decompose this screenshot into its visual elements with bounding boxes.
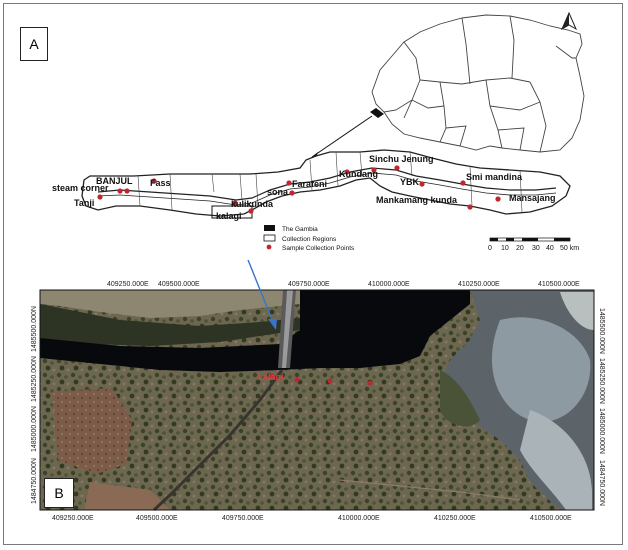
bottom-coord-label: 409500.000E [136,515,178,522]
top-coord-label: 409250.000E [107,281,149,288]
sample-point [124,188,130,194]
legend: The Gambia Collection Regions Sample Col… [263,225,355,252]
sample-point [344,169,350,175]
place-label: Smi mandina [466,172,523,182]
place-label: Farafeni [292,179,327,189]
right-coord-label: 1485250.000N [598,358,605,404]
sample-point [248,208,254,214]
kalagi-sample-points [269,373,373,386]
place-label: Tanji [74,198,94,208]
legend-country: The Gambia [282,226,318,233]
place-label: BANJUL [96,176,133,186]
sample-point [327,378,333,384]
bottom-coord-label: 410250.000E [434,515,476,522]
scale-tick-30: 30 [532,245,540,252]
sample-point [371,167,377,173]
sample-point [232,200,238,206]
place-label: Kundang [339,169,378,179]
gambia-inset-marker [370,108,384,118]
panel-label-a: A [20,27,48,61]
sample-point [394,165,400,171]
place-label: Mankamang kunda [376,195,458,205]
top-coord-label: 410500.000E [538,281,580,288]
scale-tick-20: 20 [516,245,524,252]
sample-point [286,180,292,186]
place-label: kulikunda [231,199,274,209]
top-coord-label: 410250.000E [458,281,500,288]
panel-label-b: B [44,478,74,508]
top-coord-label: 409750.000E [288,281,330,288]
left-coordinate-labels: 1485500.000N 1485250.000N 1485000.000N 1484… [31,306,38,504]
place-label: Fass [150,178,171,188]
kalagi-site-label: kalagi [258,372,284,382]
bottom-coord-label: 410000.000E [338,515,380,522]
scale-tick-40: 40 [546,245,554,252]
sample-point [367,380,373,386]
sample-collection-points [97,165,501,214]
left-coord-label: 1484750.000N [31,458,38,504]
sample-point [289,190,295,196]
scale-tick-50km: 50 km [560,245,579,252]
left-coord-label: 1485500.000N [31,306,38,352]
place-label: kalagi [216,211,242,221]
place-label: steam corner [52,183,109,193]
sample-point [294,377,300,383]
legend-swatch-regions [263,234,276,242]
sample-point [460,180,466,186]
kalagi-pointer-arrow [247,260,277,330]
bottom-coord-label: 409250.000E [52,515,94,522]
north-arrow-icon [560,11,578,31]
sample-point [117,188,123,194]
scale-tick-0: 0 [488,245,492,252]
sample-point [467,204,473,210]
right-coord-label: 1485000.000N [598,408,605,454]
legend-regions: Collection Regions [282,236,337,243]
sample-point [269,373,275,379]
scale-tick-10: 10 [501,245,509,252]
map-b-border [39,289,595,511]
bottom-coord-label: 410500.000E [530,515,572,522]
legend-swatch-points [266,244,272,250]
left-coord-label: 1485250.000N [31,356,38,402]
legend-swatch-country [264,225,275,231]
right-coord-label: 1484750.000N [598,460,605,506]
sample-point [151,178,157,184]
legend-points: Sample Collection Points [282,245,355,252]
place-label: Sinchu Jenung [369,154,434,164]
satellite-map-b: kalagi 409250.000E 409500.000E 409750.000E… [31,260,605,522]
place-label: Mansajang [509,193,556,203]
right-coordinate-labels: 1485500.000N 1485250.000N 1485000.000N 1484… [598,308,605,506]
left-coord-label: 1485000.000N [31,406,38,452]
bottom-coord-label: 409750.000E [222,515,264,522]
west-africa-outline [371,14,585,153]
figure-frame [3,3,623,545]
sample-point [97,194,103,200]
top-coord-label: 409500.000E [158,281,200,288]
satellite-image [40,290,594,512]
sample-point [419,181,425,187]
right-coord-label: 1485500.000N [598,308,605,354]
place-label: YBK [400,177,420,187]
sample-point [495,196,501,202]
top-coordinate-labels: 409250.000E 409500.000E 409750.000E 410000.… [107,281,580,288]
place-label: sona [267,187,289,197]
scale-bar: 0 10 20 30 40 50 km [488,237,579,252]
bottom-coordinate-labels: 409250.000E 409500.000E 409750.000E 410000.… [52,515,572,522]
top-coord-label: 410000.000E [368,281,410,288]
